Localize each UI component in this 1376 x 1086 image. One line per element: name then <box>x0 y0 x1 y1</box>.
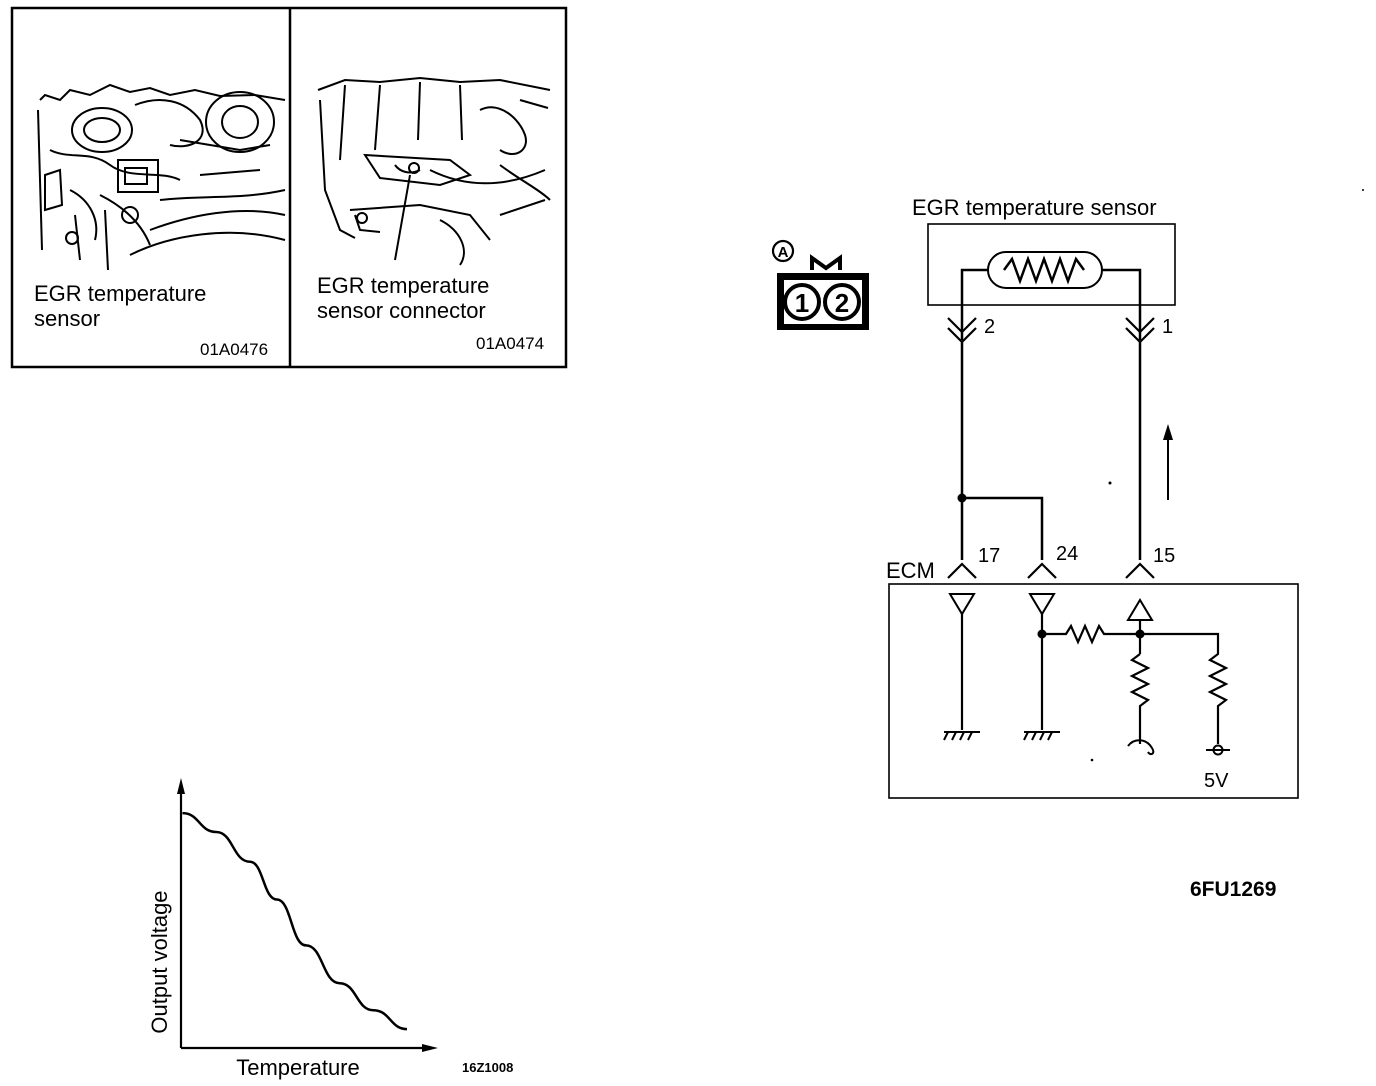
supply-label: 5V <box>1204 770 1229 792</box>
ecm-pin-24-terminal <box>1028 593 1056 616</box>
egr-sensor-engine-illustration <box>37 83 286 271</box>
graph-y-arrow <box>177 778 185 794</box>
sensor-label: EGR temperature sensor <box>912 195 1157 220</box>
speck <box>1108 481 1112 485</box>
sensor-pin-2-label: 2 <box>984 316 995 338</box>
ecm-pin-17-terminal <box>948 593 976 616</box>
ecm-pin-24-chevron <box>1027 562 1057 579</box>
graph-figure-code: 16Z1008 <box>462 1060 513 1075</box>
supply-terminal <box>1212 744 1224 756</box>
connector-id-label: A <box>778 244 789 261</box>
graph-xlabel: Temperature <box>236 1055 360 1080</box>
ecm-pin-15-terminal <box>1126 598 1154 621</box>
ecm-pin-24-label: 24 <box>1056 543 1078 565</box>
current-arrow-head <box>1163 424 1173 440</box>
photo-panels: EGR temperature sensor 01A0476 EGR tempe… <box>10 6 568 369</box>
speck <box>1090 758 1094 762</box>
graph-curve <box>182 811 408 1031</box>
connector-pin-1-label: 1 <box>795 288 809 318</box>
connector-pin-1 <box>783 283 821 321</box>
circuit-figure-code: 6FU1269 <box>1190 878 1276 901</box>
left-panel-caption-line1: EGR temperature <box>34 281 206 306</box>
graph-ylabel: Output voltage <box>147 890 172 1033</box>
left-panel-code: 01A0476 <box>200 340 268 359</box>
ecm-input-resistor <box>1129 653 1151 744</box>
ecm-pin-15-chevron <box>1125 562 1155 579</box>
ground-wire-branch <box>962 496 1044 560</box>
ecm-pin-17-chevron <box>947 562 977 579</box>
ecm-label: ECM <box>886 558 935 583</box>
egr-circuit: EGR temperature sensor 2 1 17 24 15 ECM <box>886 195 1299 901</box>
graph-x-arrow <box>422 1044 438 1052</box>
ecm-ground-24-icon <box>1023 731 1060 741</box>
connector-pin-2 <box>823 283 861 321</box>
connector-a: A 1 2 <box>771 239 869 330</box>
right-panel-caption-line1: EGR temperature <box>317 273 489 298</box>
egr-connector-engine-illustration <box>317 76 551 266</box>
right-panel-code: 01A0474 <box>476 334 544 353</box>
thermistor-resistor <box>1002 255 1086 285</box>
voltage-temperature-graph: Output voltage Temperature 16Z1008 <box>147 778 513 1080</box>
sensor-lead-left <box>960 268 988 340</box>
connector-pin-2-label: 2 <box>835 288 849 318</box>
sensor-pin-1-label: 1 <box>1162 316 1173 338</box>
speck <box>1362 189 1364 191</box>
ecm-pullup-resistor <box>1140 632 1229 744</box>
sensor-box <box>927 223 1176 306</box>
ecm-ecu-input-icon <box>1127 739 1155 756</box>
sensor-lead-right <box>1102 268 1142 340</box>
ecm-pin-15-label: 15 <box>1153 545 1175 567</box>
connector-latch <box>810 254 842 271</box>
ecm-pin-17-label: 17 <box>978 545 1000 567</box>
connector-id-circle <box>771 239 795 263</box>
ecm-ground-17-icon <box>943 731 980 741</box>
ecm-box <box>888 583 1299 799</box>
left-panel-caption-line2: sensor <box>34 306 100 331</box>
right-panel-caption-line2: sensor connector <box>317 298 486 323</box>
ecm-series-resistor <box>1042 623 1140 645</box>
